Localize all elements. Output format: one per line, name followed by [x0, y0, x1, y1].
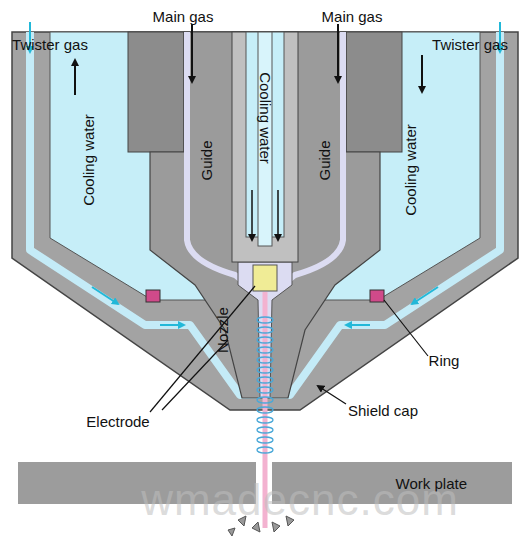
leader-lines: [150, 286, 428, 412]
plasma-arc: [257, 387, 273, 393]
seal-ring: [146, 290, 160, 302]
electrode-holder: [258, 32, 272, 246]
flow-arrows: [337, 24, 339, 82]
water-label: Cooling water: [81, 114, 96, 206]
cooling-water-region: [50, 32, 480, 300]
flow-arrows: [346, 324, 370, 326]
gas-label: Main gas: [153, 9, 214, 24]
electrode: [253, 265, 277, 291]
gas-label: Twister gas: [12, 37, 88, 52]
part-name: Nozzle: [215, 307, 230, 353]
guide-box: Guide: [188, 86, 224, 234]
plasma-arc: [257, 347, 273, 353]
flow-arrows: [74, 60, 76, 95]
main-gas-channel: [187, 32, 343, 398]
plasma-arc: [257, 407, 273, 413]
flow-arrows: [277, 190, 279, 240]
node-label: Guide: [199, 140, 214, 180]
plasma-arc: [257, 427, 273, 433]
leader-lines: [318, 386, 346, 404]
plasma-arc: [257, 337, 273, 343]
water-label: Cooling water: [403, 124, 418, 216]
flow-arrows: [160, 324, 184, 326]
torch-shell: [12, 32, 518, 410]
part-name: Ring: [429, 353, 460, 368]
electrode-holder: [232, 32, 298, 262]
leader-lines: [384, 300, 428, 356]
plasma-arc: [257, 437, 273, 443]
watermark: wmadecnc.com: [141, 478, 459, 522]
plasma-arc: [257, 317, 273, 323]
water-label: Cooling water: [258, 72, 273, 164]
leader-lines: [150, 286, 255, 412]
flow-arrows: [251, 190, 253, 240]
plasma-arc: [257, 357, 273, 363]
plasma-arc: [257, 377, 273, 383]
electrode-holder: [232, 32, 298, 262]
nozzle-body: [150, 32, 380, 398]
insulator-blocks: [346, 32, 402, 152]
part-name: Shield cap: [348, 403, 418, 418]
flow-arrows: [412, 287, 438, 304]
plasma-arc: [257, 417, 273, 423]
plasma-arc: [257, 447, 273, 453]
flow-arrows: [191, 24, 193, 82]
flow-arrows: [421, 55, 423, 92]
gas-label: Twister gas: [432, 37, 508, 52]
cut-sparks: [228, 528, 235, 536]
part-name: Electrode: [86, 414, 149, 429]
cut-sparks: [252, 522, 260, 532]
cut-sparks: [272, 522, 280, 532]
flow-arrows: [30, 22, 500, 325]
seal-ring: [370, 290, 384, 302]
plasma-arc: [257, 367, 273, 373]
node-label: Guide: [317, 140, 332, 180]
electrode: [253, 265, 277, 291]
insulator-blocks: [128, 32, 184, 152]
plasma-arc: [257, 397, 273, 403]
gas-label: Main gas: [322, 9, 383, 24]
torch-shell: [12, 32, 518, 410]
cooling-water-region: [50, 32, 480, 300]
plasma-arc: [257, 327, 273, 333]
nozzle-body: [150, 32, 380, 398]
flow-arrows: [92, 287, 118, 304]
guide-box: Guide: [306, 86, 342, 234]
